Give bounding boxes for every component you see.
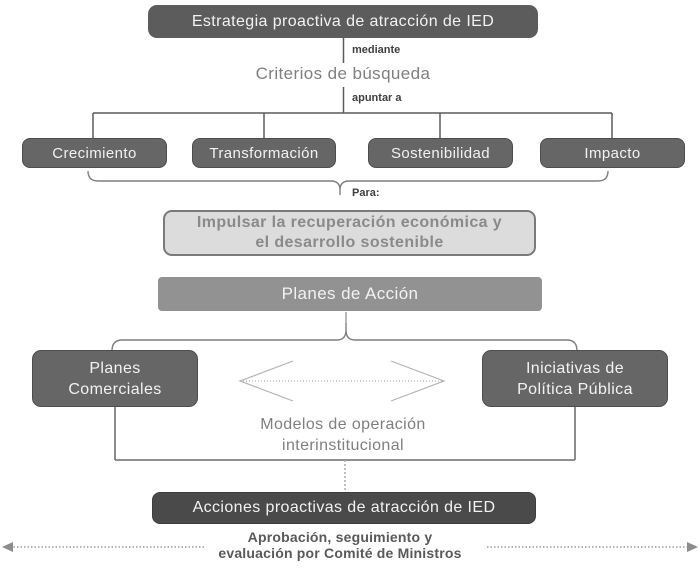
double-arrow-icon [238,360,446,402]
approval-label: Aprobación, seguimiento y evaluación por… [140,529,540,561]
strategy-box: Estrategia proactiva de atracción de IED [148,5,538,38]
criteria-box-label: Impacto [584,144,641,162]
criteria-box-impacto: Impacto [540,138,685,168]
commercial-plans-line2: Comerciales [68,380,162,398]
models-label-line2: interinstitucional [282,437,404,454]
action-plans-box: Planes de Acción [158,277,542,311]
criteria-box-sostenibilidad: Sostenibilidad [368,138,513,168]
public-policy-line1: Iniciativas de [525,359,625,377]
criteria-box-label: Transformación [209,144,319,162]
criteria-box-label: Crecimiento [52,144,137,162]
models-label: Modelos de operación interinstitucional [193,414,493,456]
apuntar-label: apuntar a [352,92,402,104]
brace-down [87,170,609,195]
public-policy-box: Iniciativas de Política Pública [482,350,668,407]
para-label: Para: [352,187,380,199]
approval-label-line2: evaluación por Comité de Ministros [218,545,462,561]
public-policy-line2: Política Pública [517,380,633,398]
brace-up [111,323,578,352]
models-label-line1: Modelos de operación [260,416,426,433]
strategy-box-label: Estrategia proactiva de atracción de IED [191,12,495,30]
goal-box-line2: el desarrollo sostenible [255,234,444,251]
public-policy-text: Iniciativas de Política Pública [517,358,633,400]
commercial-plans-box: Planes Comerciales [32,350,198,407]
goal-box: Impulsar la recuperación económica y el … [163,210,536,256]
criteria-box-crecimiento: Crecimiento [22,138,167,168]
criteria-box-label: Sostenibilidad [391,144,490,162]
commercial-plans-line1: Planes [89,359,141,377]
criteria-title: Criterios de búsqueda [255,64,431,83]
goal-box-line1: Impulsar la recuperación económica y [196,214,503,231]
action-plans-label: Planes de Acción [281,284,419,303]
proactive-actions-label: Acciones proactivas de atracción de IED [192,499,496,516]
approval-label-line1: Aprobación, seguimiento y [247,529,433,545]
proactive-actions-box: Acciones proactivas de atracción de IED [152,492,536,524]
goal-box-text: Impulsar la recuperación económica y el … [197,213,502,253]
mediante-label: mediante [352,44,401,56]
commercial-plans-text: Planes Comerciales [68,358,161,400]
criteria-box-transformacion: Transformación [192,138,336,168]
